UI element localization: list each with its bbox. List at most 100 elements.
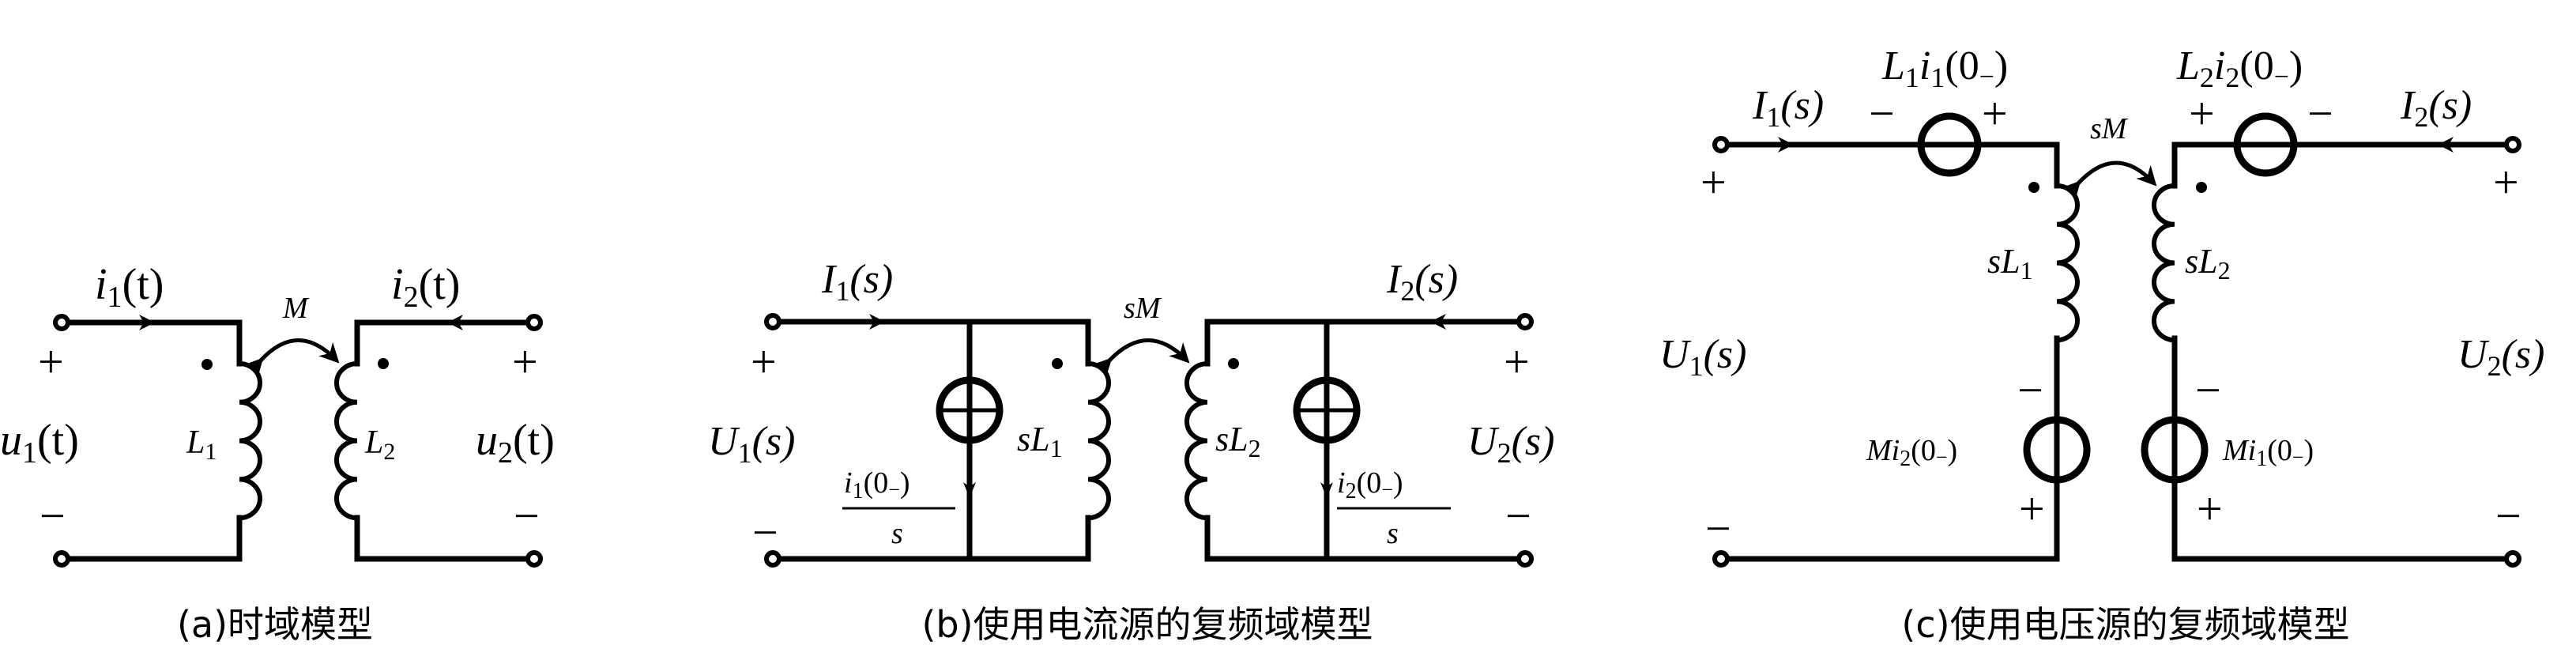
b-src1-numerator: i1(0−) <box>844 466 910 504</box>
c-inductor-sL1 <box>2056 183 2080 343</box>
c-label-I1: I1(s) <box>1752 83 1824 133</box>
b-minus-right: − <box>1505 490 1531 541</box>
a-terminal-1-top <box>53 314 70 331</box>
caption-a: (a)时域模型 <box>177 603 373 646</box>
a-label-u2: u2(t) <box>476 416 555 470</box>
a-bottom-right-wire <box>354 515 531 562</box>
a-i2-arrow <box>447 315 463 330</box>
c-src2-plus: + <box>2189 88 2215 139</box>
c-label-I2: I2(s) <box>2400 83 2472 133</box>
a-mutual-arc <box>243 338 340 379</box>
c-mutual-arc <box>2060 160 2157 202</box>
a-minus-right: − <box>514 490 540 541</box>
a-i1-arrow <box>139 315 155 330</box>
c-inductor-sL2 <box>2152 183 2175 343</box>
a-terminal-1-bottom <box>53 550 70 568</box>
b-src1-arrow <box>963 482 976 498</box>
a-dot-L1 <box>201 359 213 370</box>
b-src2-denominator: s <box>1387 517 1399 550</box>
b-bottom-left-wire <box>770 515 1091 562</box>
b-label-sM: sM <box>1124 292 1162 325</box>
c-label-Mi1: Mi1(0−) <box>2222 434 2314 471</box>
c-label-L2i2: L2i2(0−) <box>2176 43 2303 93</box>
c-terminal-1-bottom <box>1712 550 1730 568</box>
a-minus-left: − <box>40 490 66 541</box>
b-dot-L2 <box>1228 358 1239 369</box>
circuit-b-current-source-model: I1(s) I2(s) U1(s) U2(s) sL1 sL2 sM i1(0−… <box>708 257 1554 646</box>
b-I1-arrow <box>869 314 885 330</box>
c-label-sL1: sL1 <box>1987 242 2033 285</box>
c-dot-L1 <box>2028 182 2039 193</box>
c-src4-plus: + <box>2197 483 2223 534</box>
caption-b: (b)使用电流源的复频域模型 <box>921 603 1373 646</box>
a-plus-left: + <box>38 336 64 387</box>
c-src1-plus: + <box>1982 88 2008 139</box>
b-mutual-arc <box>1091 338 1190 379</box>
circuit-c-voltage-source-model: I1(s) I2(s) U1(s) U2(s) sL1 sL2 sM L1i1(… <box>1659 43 2544 646</box>
c-plus-right-terminal: + <box>2493 157 2519 208</box>
c-bottom-left-wire <box>1724 335 2060 562</box>
b-current-source-1 <box>936 376 1004 444</box>
c-top-left-wire <box>1723 141 2060 189</box>
c-label-L1i1: L1i1(0−) <box>1881 43 2008 93</box>
b-minus-left: − <box>752 507 778 558</box>
b-plus-left: + <box>751 336 777 387</box>
c-minus-right-terminal: − <box>2495 490 2521 541</box>
c-terminal-2-bottom <box>2504 550 2521 568</box>
b-label-sL2: sL2 <box>1215 420 1261 462</box>
c-terminal-2-top <box>2504 136 2521 153</box>
a-plus-right: + <box>512 336 538 387</box>
caption-c: (c)使用电压源的复频域模型 <box>1901 603 2349 646</box>
c-voltage-source-L1i1 <box>1917 112 1982 177</box>
c-label-Mi2: Mi2(0−) <box>1866 434 1957 471</box>
a-dot-L2 <box>378 358 389 369</box>
c-voltage-source-Mi2 <box>2023 416 2091 484</box>
a-bottom-left-wire <box>65 515 243 562</box>
b-src2-arrow <box>1320 482 1333 498</box>
b-label-I1: I1(s) <box>821 257 893 307</box>
c-I2-arrow <box>2438 137 2454 153</box>
a-label-L2: L2 <box>364 424 395 465</box>
c-I1-arrow <box>1778 137 1794 153</box>
a-terminal-2-top <box>525 314 543 331</box>
c-minus-left-terminal: − <box>1705 503 1731 554</box>
circuit-a-time-domain: i1(t) i2(t) M u1(t) u2(t) L1 L2 + − + − … <box>0 260 555 646</box>
c-label-sM: sM <box>2090 112 2129 145</box>
b-current-source-2 <box>1293 376 1361 444</box>
c-label-U1: U1(s) <box>1659 332 1746 382</box>
b-inductor-sL1 <box>1087 361 1111 521</box>
a-label-u1: u1(t) <box>0 416 79 470</box>
c-plus-left-terminal: + <box>1700 157 1727 208</box>
c-bottom-right-wire <box>2171 335 2510 562</box>
b-terminal-1-top <box>764 313 781 330</box>
a-label-L1: L1 <box>186 424 217 465</box>
b-label-I2: I2(s) <box>1386 257 1458 307</box>
a-top-right-wire <box>354 319 531 367</box>
c-voltage-source-Mi1 <box>2141 416 2209 484</box>
b-terminal-2-top <box>1516 313 1534 330</box>
c-src4-minus: − <box>2195 364 2221 416</box>
c-src1-minus: − <box>1869 88 1895 139</box>
b-src2-numerator: i2(0−) <box>1337 466 1403 504</box>
a-terminal-2-bottom <box>525 550 543 568</box>
c-src3-minus: − <box>2017 364 2043 416</box>
c-src2-minus: − <box>2307 88 2333 139</box>
b-src1-denominator: s <box>891 517 903 550</box>
c-label-sL2: sL2 <box>2185 242 2231 285</box>
c-src3-plus: + <box>2019 483 2045 534</box>
b-plus-right: + <box>1504 336 1530 387</box>
a-label-M: M <box>282 292 310 325</box>
b-dot-L1 <box>1052 358 1063 369</box>
c-label-U2: U2(s) <box>2457 332 2544 382</box>
a-label-i2: i2(t) <box>391 260 460 314</box>
b-label-sL1: sL1 <box>1017 420 1063 462</box>
c-terminal-1-top <box>1712 136 1730 153</box>
a-label-i1: i1(t) <box>95 260 164 314</box>
b-label-U2: U2(s) <box>1467 419 1554 469</box>
c-top-right-wire <box>2171 141 2510 189</box>
a-inductor-L1 <box>239 361 262 521</box>
b-terminal-1-bottom <box>764 550 781 568</box>
b-top-right-wire <box>1204 319 1522 367</box>
b-inductor-sL2 <box>1184 361 1208 521</box>
